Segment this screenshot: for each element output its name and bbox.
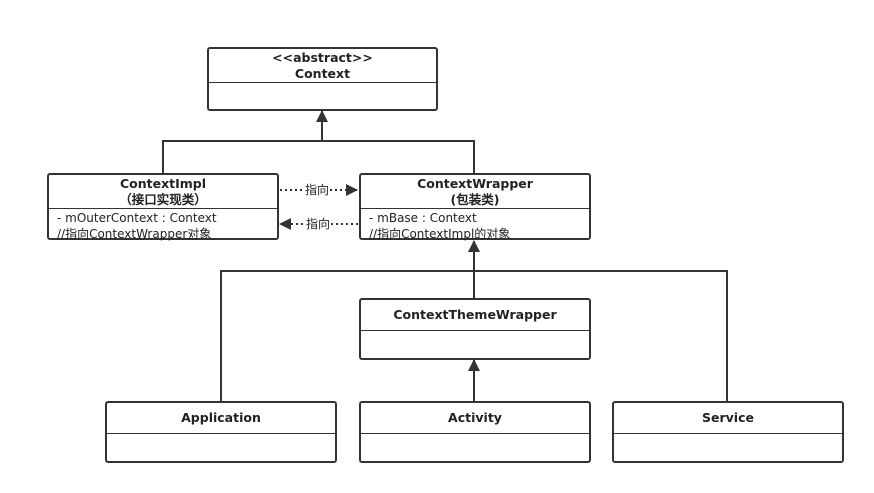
class-application: Application: [105, 401, 337, 463]
class-name: ContextWrapper: [417, 175, 533, 191]
inheritance-line-service: [474, 270, 728, 401]
stereotype-label: <<abstract>>: [272, 49, 373, 65]
class-context-header: <<abstract>> Context: [209, 49, 436, 83]
attribute-line: - mBase : Context: [369, 211, 477, 225]
class-name: Context: [294, 65, 351, 81]
class-contextimpl-body: - mOuterContext : Context //指向ContextWra…: [49, 209, 277, 243]
class-context: <<abstract>> Context: [207, 47, 438, 111]
class-contextimpl: ContextImpl （接口实现类） - mOuterContext : Co…: [47, 173, 279, 243]
class-activity: Activity: [359, 401, 591, 463]
arrow-label-impl-to-wrapper: 指向: [304, 183, 331, 197]
class-contextimpl-header: ContextImpl （接口实现类）: [49, 175, 277, 209]
class-activity-header: Activity: [361, 403, 589, 434]
comment-line: //指向ContextImpl的对象: [369, 227, 511, 241]
class-name: ContextImpl: [119, 175, 207, 191]
inheritance-line-contextwrapper: [322, 140, 475, 174]
class-name: ContextThemeWrapper: [393, 307, 557, 322]
inheritance-line-application: [220, 270, 474, 401]
comment-line: //指向ContextWrapper对象: [57, 227, 212, 241]
class-subtitle: （接口实现类）: [119, 191, 207, 207]
class-name: Application: [181, 410, 261, 425]
attribute-line: - mOuterContext : Context: [57, 211, 217, 225]
class-name: Service: [702, 410, 754, 425]
class-contextthemewrapper: ContextThemeWrapper: [359, 298, 591, 360]
class-contextwrapper-header: ContextWrapper (包装类): [361, 175, 589, 209]
class-contextwrapper-body: - mBase : Context //指向ContextImpl的对象: [361, 209, 589, 243]
class-name: Activity: [448, 410, 502, 425]
arrow-label-wrapper-to-impl: 指向: [305, 217, 332, 231]
inheritance-line-contextimpl: [162, 140, 322, 174]
class-contextthemewrapper-header: ContextThemeWrapper: [361, 300, 589, 331]
class-service: Service: [612, 401, 844, 463]
class-service-header: Service: [614, 403, 842, 434]
class-application-header: Application: [107, 403, 335, 434]
class-contextwrapper: ContextWrapper (包装类) - mBase : Context /…: [359, 173, 591, 243]
class-subtitle: (包装类): [450, 191, 500, 207]
